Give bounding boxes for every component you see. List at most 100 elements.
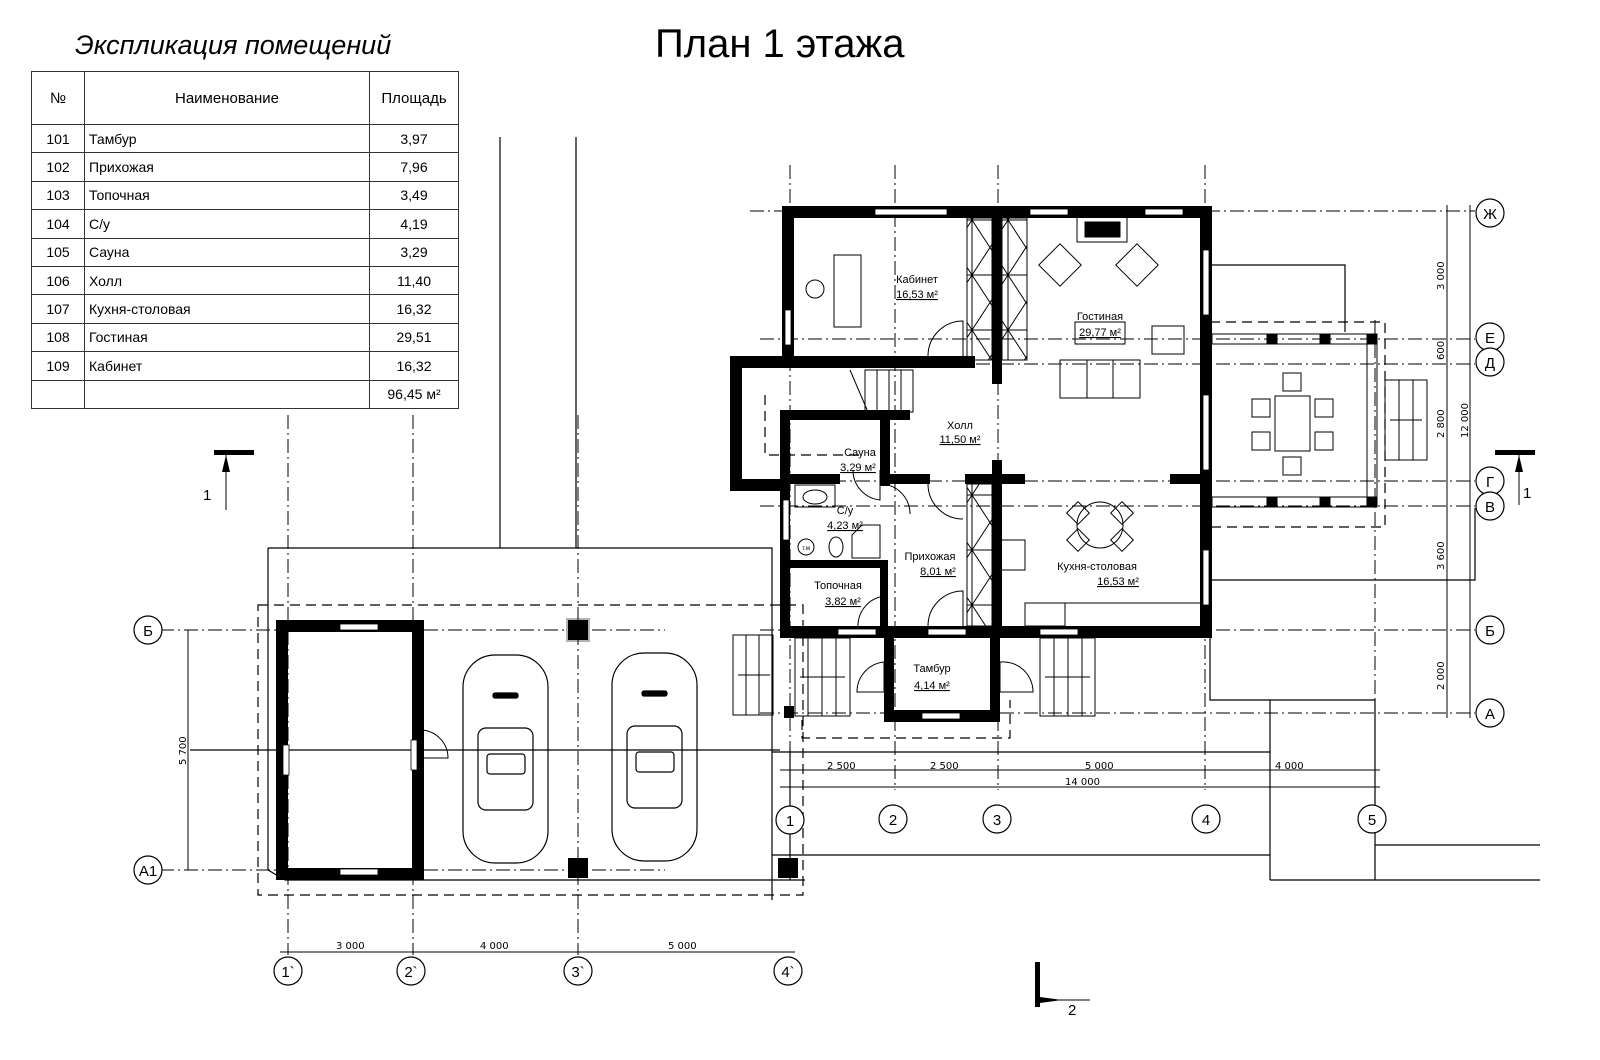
row-num: 108 <box>31 322 85 353</box>
row-num: 105 <box>31 237 85 267</box>
fireplace <box>1076 216 1128 243</box>
svg-text:3 000: 3 000 <box>336 941 365 952</box>
axis-label: 4` <box>781 964 794 981</box>
svg-text:5 000: 5 000 <box>1085 761 1114 772</box>
section-arrow-icon <box>1040 997 1062 1003</box>
section-1-right-bar <box>1495 450 1535 455</box>
section-markers: 1 1 2 <box>203 450 1535 1019</box>
car-1 <box>462 654 549 864</box>
room-name-kabinet: Кабинет <box>896 274 938 286</box>
round-table <box>1076 501 1124 549</box>
section-arrow-icon <box>1515 455 1523 472</box>
axis-label: Б <box>143 623 153 640</box>
row-name: Кабинет <box>84 351 370 381</box>
house-walls <box>730 206 1212 722</box>
axis-label: Г <box>1486 474 1494 491</box>
room-name-sauna: Сауна <box>844 447 877 459</box>
sink-cabinet <box>1024 602 1066 627</box>
armchair <box>1038 243 1082 287</box>
row-name: Прихожая <box>84 152 370 182</box>
sink <box>802 489 828 505</box>
axis-label: А <box>1485 706 1495 723</box>
plan-title: План 1 этажа <box>655 22 905 66</box>
section-1-label-left: 1 <box>203 487 211 504</box>
shower <box>851 524 881 559</box>
axis-label: В <box>1485 499 1495 516</box>
svg-text:4 000: 4 000 <box>480 941 509 952</box>
table-total-row: 96,45 м² <box>31 379 459 409</box>
svg-text:600: 600 <box>1436 341 1447 360</box>
axis-label: 1` <box>281 964 294 981</box>
axis-label: 4 <box>1202 812 1210 829</box>
row-num: 104 <box>31 209 85 239</box>
header-area: Площадь <box>369 71 459 125</box>
room-area-prihozhaya: 8,01 м² <box>920 566 956 578</box>
room-name-holl: Холл <box>947 420 973 432</box>
row-num: 103 <box>31 180 85 211</box>
svg-text:3 600: 3 600 <box>1436 541 1447 570</box>
section-2-label: 2 <box>1068 1002 1076 1019</box>
room-name-tambur: Тамбур <box>913 663 950 675</box>
washing-machine-label: т.м <box>802 546 810 552</box>
svg-text:4 000: 4 000 <box>1275 761 1304 772</box>
axis-label: А1 <box>139 863 157 880</box>
room-area-kabinet: 16,53 м² <box>896 289 938 301</box>
row-area: 16,32 <box>369 294 459 324</box>
axis-label: 3 <box>993 812 1001 829</box>
terrace-table <box>1274 395 1311 452</box>
room-labels: Кабинет 16,53 м² Гостиная 29,77 м² Холл … <box>802 274 1139 692</box>
axis-label: Д <box>1485 355 1495 372</box>
outbuilding <box>276 618 798 880</box>
windows <box>782 208 1210 720</box>
header-num: № <box>31 71 85 125</box>
total-area: 96,45 м² <box>369 379 459 409</box>
dimension-texts: 2 500 2 500 5 000 4 000 14 000 3 000 4 0… <box>178 261 1471 952</box>
row-area: 3,49 <box>369 180 459 211</box>
axis-bubbles <box>133 198 1505 986</box>
row-num: 102 <box>31 152 85 182</box>
svg-text:3 000: 3 000 <box>1436 261 1447 290</box>
hatched-storage <box>966 217 1028 627</box>
room-area-kuhnya: 16,53 м² <box>1097 576 1139 588</box>
axis-label: Б <box>1485 623 1495 640</box>
svg-text:5 700: 5 700 <box>178 736 189 765</box>
room-name-topochnaya: Топочная <box>814 580 862 592</box>
axis-label: 1 <box>786 813 794 830</box>
room-area-holl: 11,50 м² <box>940 434 981 446</box>
office-chair <box>805 279 825 299</box>
row-name: Гостиная <box>84 322 370 353</box>
dimension-lines <box>187 205 1471 953</box>
room-area-tambur: 4,14 м² <box>914 680 950 692</box>
axis-label: 2` <box>404 964 417 981</box>
desk <box>833 254 862 328</box>
cars <box>462 652 698 864</box>
room-name-su: С/у <box>837 505 854 517</box>
row-area: 4,19 <box>369 209 459 239</box>
row-name: Холл <box>84 265 370 296</box>
armchair <box>1151 325 1185 355</box>
furniture <box>794 216 1334 627</box>
row-name: С/у <box>84 209 370 239</box>
room-area-sauna: 3,29 м² <box>840 462 876 474</box>
axis-label: 2 <box>889 812 897 829</box>
row-name: Топочная <box>84 180 370 211</box>
svg-text:2 000: 2 000 <box>1436 661 1447 690</box>
row-name: Кухня-столовая <box>84 294 370 324</box>
axis-label: 3` <box>571 964 584 981</box>
room-area-topochnaya: 3,82 м² <box>825 596 861 608</box>
section-arrow-icon <box>222 455 230 472</box>
svg-text:12 000: 12 000 <box>1460 403 1471 438</box>
room-name-prihozhaya: Прихожая <box>905 551 956 563</box>
svg-text:2 500: 2 500 <box>930 761 959 772</box>
site-lines <box>190 137 1540 900</box>
stove <box>999 539 1026 571</box>
